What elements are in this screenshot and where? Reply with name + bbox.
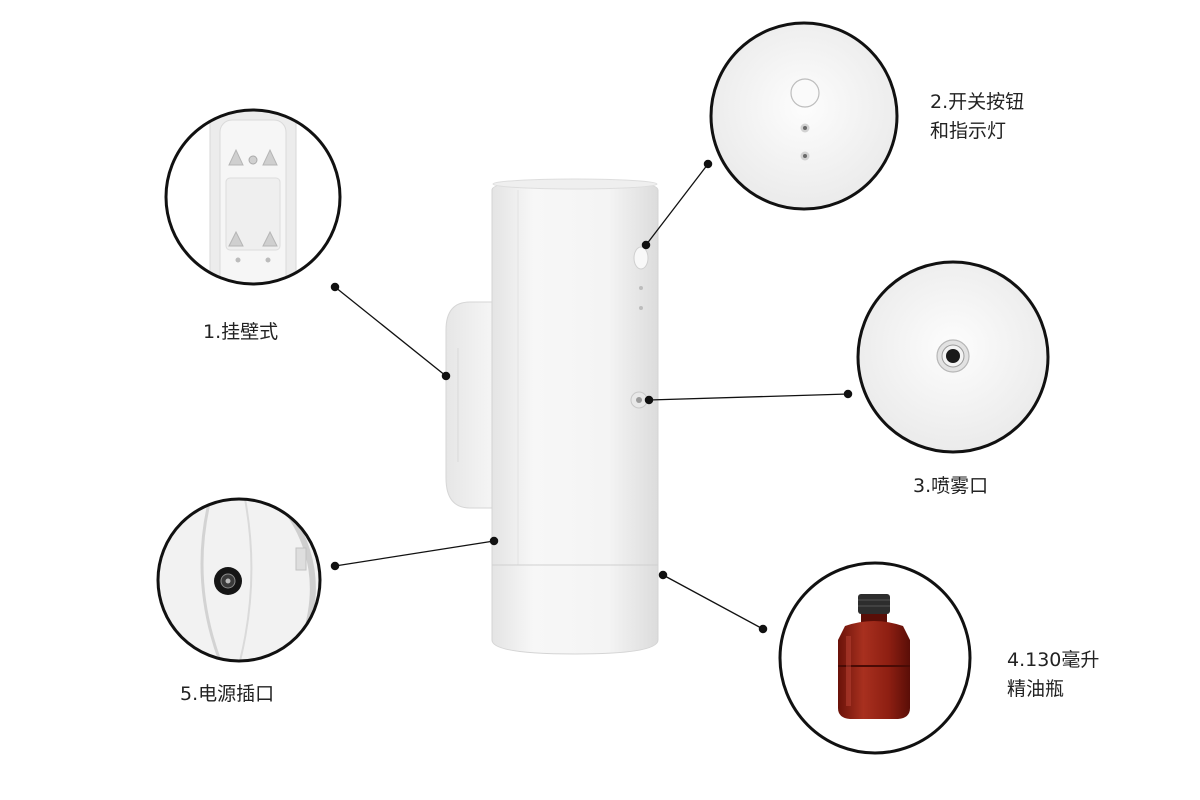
detail-circle-wall-mount xyxy=(164,108,342,286)
detail-circle-spray xyxy=(856,260,1050,454)
indicator-led-1 xyxy=(639,286,643,290)
wall-bracket xyxy=(445,301,493,509)
label-line: 2.开关按钮 xyxy=(930,91,1025,113)
device-lower-housing xyxy=(491,564,659,655)
oil-bottle-icon xyxy=(838,621,910,719)
detail-circle-switch xyxy=(709,21,899,211)
leader-lines xyxy=(330,159,853,634)
label-line: 和指示灯 xyxy=(930,120,1007,142)
label-line: 3.喷雾口 xyxy=(913,475,989,497)
device-upper-body xyxy=(491,179,659,566)
detail-circle-bottle xyxy=(778,561,972,755)
label-wall-mount: 1.挂壁式 xyxy=(203,318,278,347)
mount-hole-icon xyxy=(228,230,244,247)
detail-circle-power xyxy=(156,497,322,663)
label-line: 1.挂壁式 xyxy=(203,321,279,343)
bottle-cap xyxy=(858,594,890,614)
switch-button-icon xyxy=(790,78,820,108)
power-button[interactable] xyxy=(633,246,649,270)
label-line: 4.130毫升 xyxy=(1007,649,1100,671)
indicator-led-2 xyxy=(639,306,643,310)
label-oil-bottle: 4.130毫升 精油瓶 xyxy=(1007,646,1099,704)
label-line: 精油瓶 xyxy=(1007,678,1065,700)
label-line: 5.电源插口 xyxy=(180,683,275,705)
label-spray-outlet: 3.喷雾口 xyxy=(913,472,988,501)
label-switch-indicator: 2.开关按钮 和指示灯 xyxy=(930,88,1024,146)
label-power-port: 5.电源插口 xyxy=(180,680,274,709)
diffuser-device xyxy=(445,178,659,655)
